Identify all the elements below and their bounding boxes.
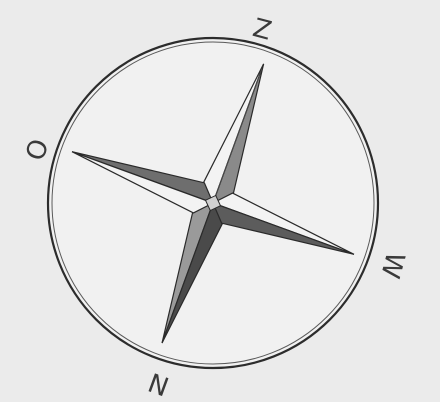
direction-label-top: Z <box>250 13 275 47</box>
direction-label-bottom: N <box>144 369 173 402</box>
direction-label-right: W <box>374 249 410 282</box>
direction-label-left: O <box>20 135 55 164</box>
